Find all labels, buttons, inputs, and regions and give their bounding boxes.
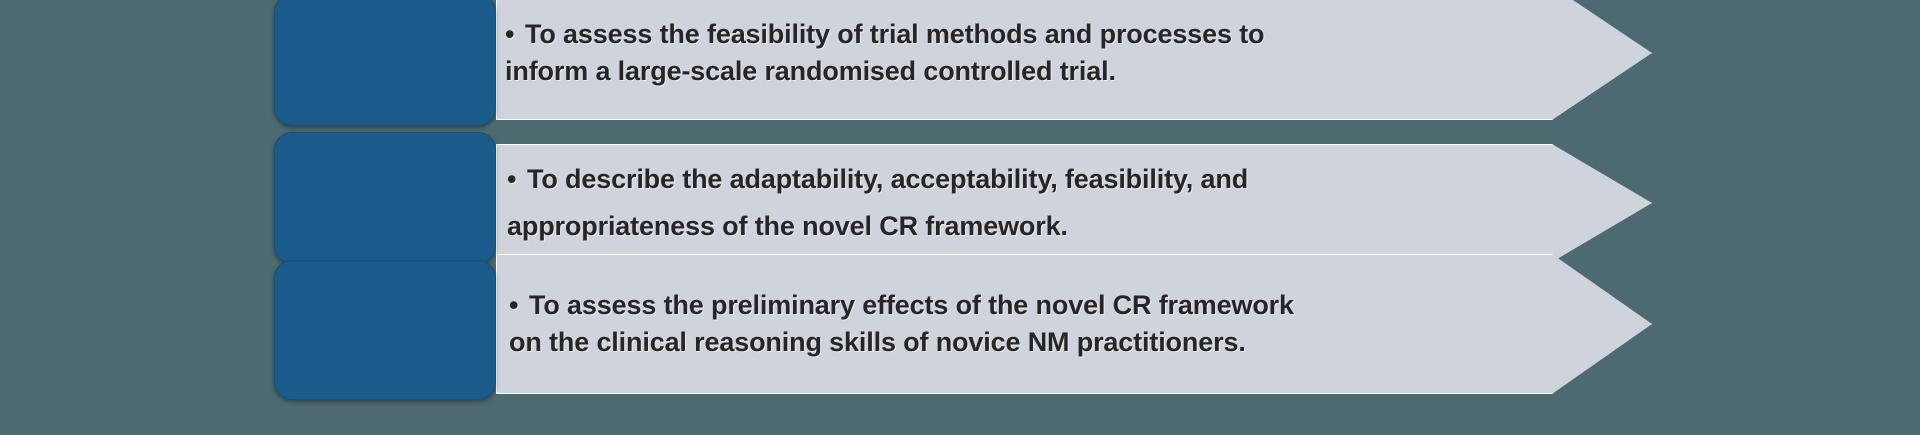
objective-text-3: •To assess the preliminary effects of th… xyxy=(497,287,1444,360)
bullet-icon: • xyxy=(505,18,515,49)
objective-arrow-1: •To assess the feasibility of trial meth… xyxy=(496,0,1652,120)
objective-arrow-3: •To assess the preliminary effects of th… xyxy=(496,254,1652,394)
objective-label-1: To assess the feasibility of trial metho… xyxy=(505,18,1265,86)
objective-text-2: •To describe the adaptability, acceptabi… xyxy=(497,156,1398,251)
objective-badge-block-3 xyxy=(274,260,496,400)
objective-text-1: •To assess the feasibility of trial meth… xyxy=(497,16,1414,91)
objective-row: •To assess the feasibility of trial meth… xyxy=(0,0,1920,126)
objective-row: •To describe the adaptability, acceptabi… xyxy=(0,130,1920,264)
bullet-icon: • xyxy=(509,290,519,321)
objective-badge-block-1 xyxy=(274,0,496,126)
objective-label-2: To describe the adaptability, acceptabil… xyxy=(507,163,1249,241)
objective-badge-block-2 xyxy=(274,132,496,264)
objective-label-3: To assess the preliminary effects of the… xyxy=(509,290,1294,357)
objective-row: •To assess the preliminary effects of th… xyxy=(0,258,1920,400)
bullet-icon: • xyxy=(507,163,517,194)
objective-arrow-2: •To describe the adaptability, acceptabi… xyxy=(496,144,1652,262)
